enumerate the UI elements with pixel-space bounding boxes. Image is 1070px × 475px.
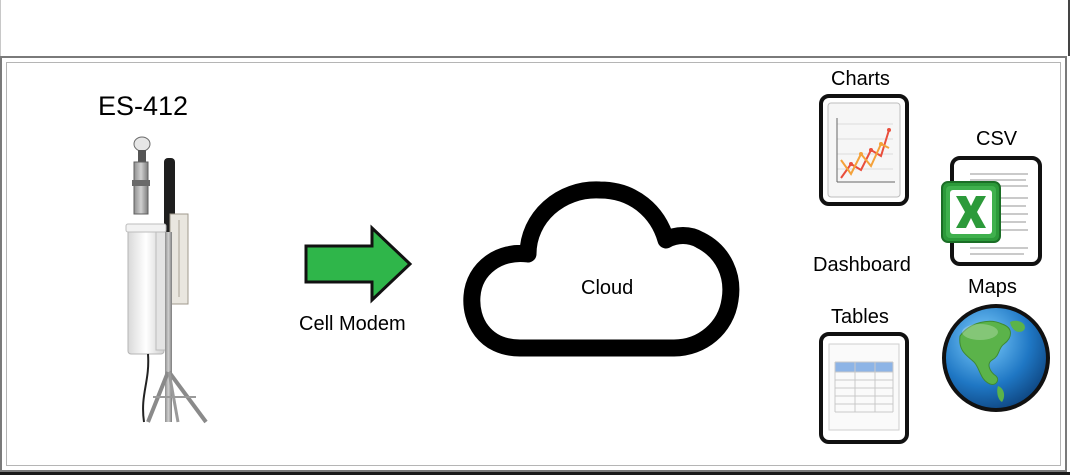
maps-label: Maps [968, 276, 1017, 298]
diagram-frame-inner [6, 62, 1061, 466]
top-strip [0, 0, 1070, 56]
spreadsheet-x-icon [941, 156, 1042, 266]
arrow-right-icon [304, 224, 413, 304]
tables-label: Tables [831, 306, 889, 328]
weather-station-icon [125, 136, 208, 424]
device-title: ES-412 [98, 91, 189, 121]
globe-icon [942, 304, 1050, 412]
cloud-icon [463, 181, 740, 357]
table-icon [819, 332, 909, 444]
cloud-label: Cloud [581, 277, 634, 299]
charts-label: Charts [831, 68, 890, 90]
line-chart-icon [819, 94, 909, 206]
top-strip-right-edge [1068, 0, 1070, 56]
csv-label: CSV [976, 128, 1018, 150]
bottom-border [0, 472, 1070, 475]
top-strip-left-edge [0, 0, 1, 56]
dashboard-label: Dashboard [813, 254, 911, 276]
cell-modem-label: Cell Modem [299, 313, 406, 335]
